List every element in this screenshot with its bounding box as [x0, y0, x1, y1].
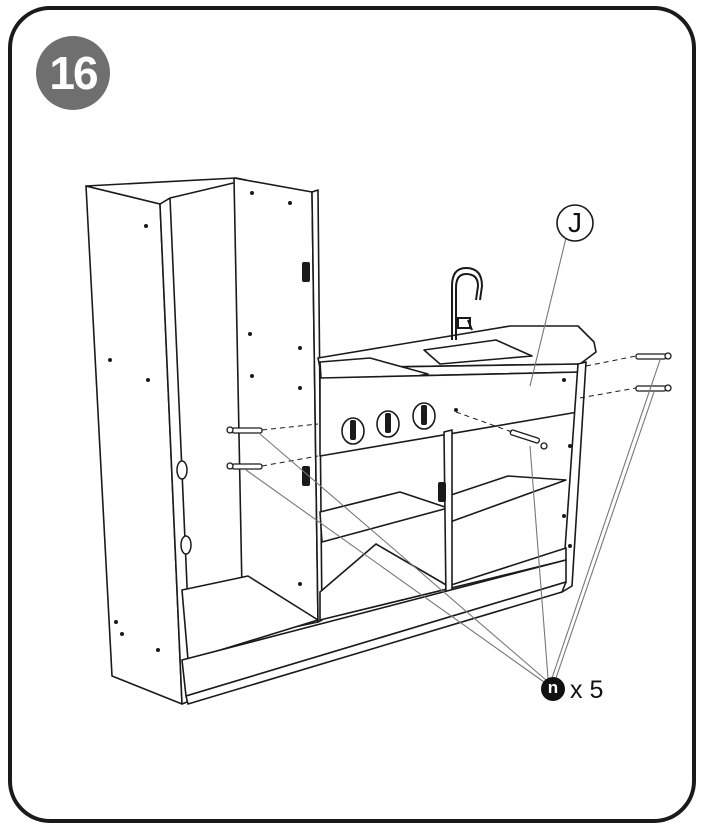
- right-sink: [423, 339, 533, 365]
- faucet: [451, 266, 484, 340]
- tall-cabinet-bottom-shelf: [181, 575, 319, 661]
- hinge-upper-left: [302, 262, 310, 282]
- hinge-lower-left: [302, 466, 310, 486]
- screw-4: [635, 384, 672, 392]
- tall-cabinet-top: [85, 177, 247, 205]
- base-plinth-bottom: [185, 581, 567, 705]
- tall-cabinet-divider-panel: [233, 177, 319, 629]
- part-label-j: J: [568, 207, 582, 238]
- hinge-center: [438, 482, 446, 502]
- hinges: [302, 262, 446, 502]
- insertion-guides: [261, 355, 637, 467]
- handle-upper: [176, 460, 188, 480]
- sink-cabinet-right-side: [561, 361, 587, 593]
- drilled-holes: [108, 191, 572, 652]
- hardware-quantity: x 5: [570, 676, 604, 704]
- stove-knobs: [341, 402, 436, 445]
- part-label-circle: [556, 204, 594, 242]
- faucet-spout: [451, 266, 484, 340]
- screw-2: [226, 462, 263, 470]
- screw-3: [635, 352, 672, 360]
- step-number-badge: [36, 36, 110, 110]
- hardware-badge: [541, 677, 565, 701]
- screw-1: [226, 426, 263, 434]
- step-number: 16: [49, 47, 98, 99]
- tall-cabinet-handles: [176, 460, 192, 555]
- kitchen-unit: [85, 177, 597, 705]
- sink-cabinet-center-divider: [443, 429, 453, 601]
- hardware-letter: n: [547, 678, 559, 697]
- handle-lower: [180, 535, 192, 555]
- bottom-shelf: [319, 543, 567, 621]
- leader-lines: [245, 237, 661, 683]
- screw-5: [509, 429, 548, 450]
